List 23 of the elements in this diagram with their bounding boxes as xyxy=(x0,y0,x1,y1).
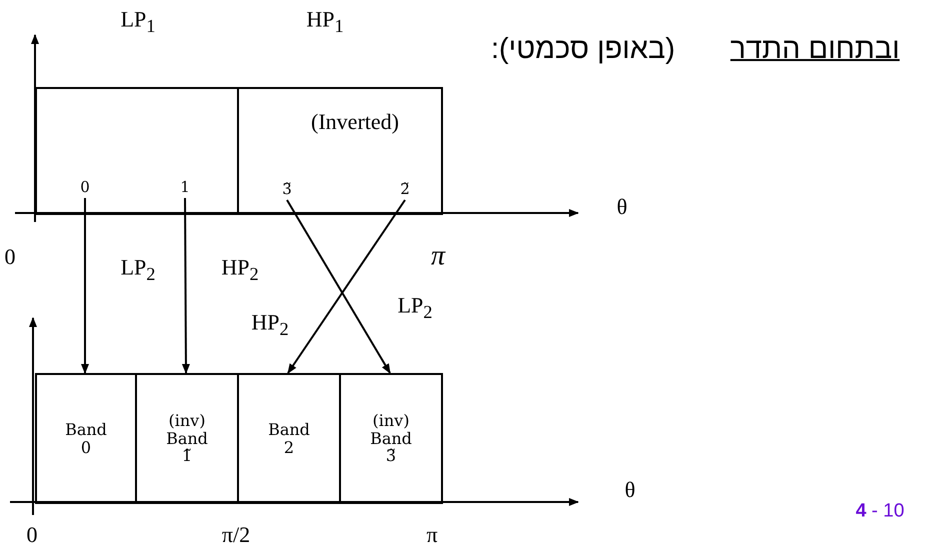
band-label: (Inverted) xyxy=(311,110,399,134)
heading-text: (באופן סכמטי): xyxy=(490,34,676,66)
band-box: Band 0 xyxy=(35,373,137,504)
band-label: HP$_{1}$ xyxy=(306,8,344,36)
subband-number: 3̃ xyxy=(282,180,292,198)
axis-label: θ xyxy=(616,194,628,220)
subband-number: 1 xyxy=(180,178,190,196)
subband-number: 0 xyxy=(80,178,90,196)
band-label: LP$_{1}$ xyxy=(120,8,156,36)
band-box: (inv) Band 1̃ xyxy=(135,373,239,504)
page-number: 4 - 10 xyxy=(856,502,904,522)
arrow xyxy=(81,198,89,374)
tick-label: π xyxy=(426,522,438,547)
band-box: Band 2 xyxy=(237,373,341,504)
arrow xyxy=(182,198,190,374)
tick-label: π xyxy=(430,242,446,272)
tick-label: π/2 xyxy=(222,522,250,547)
axis-label: θ xyxy=(624,478,636,502)
band-box: (inv) Band 3̃ xyxy=(339,373,443,504)
tick-label: 0 xyxy=(26,522,38,547)
subband-number: 2̃ xyxy=(400,180,410,198)
heading-text: ובתחום התדר xyxy=(730,34,900,66)
tick-label: 0 xyxy=(4,244,16,270)
